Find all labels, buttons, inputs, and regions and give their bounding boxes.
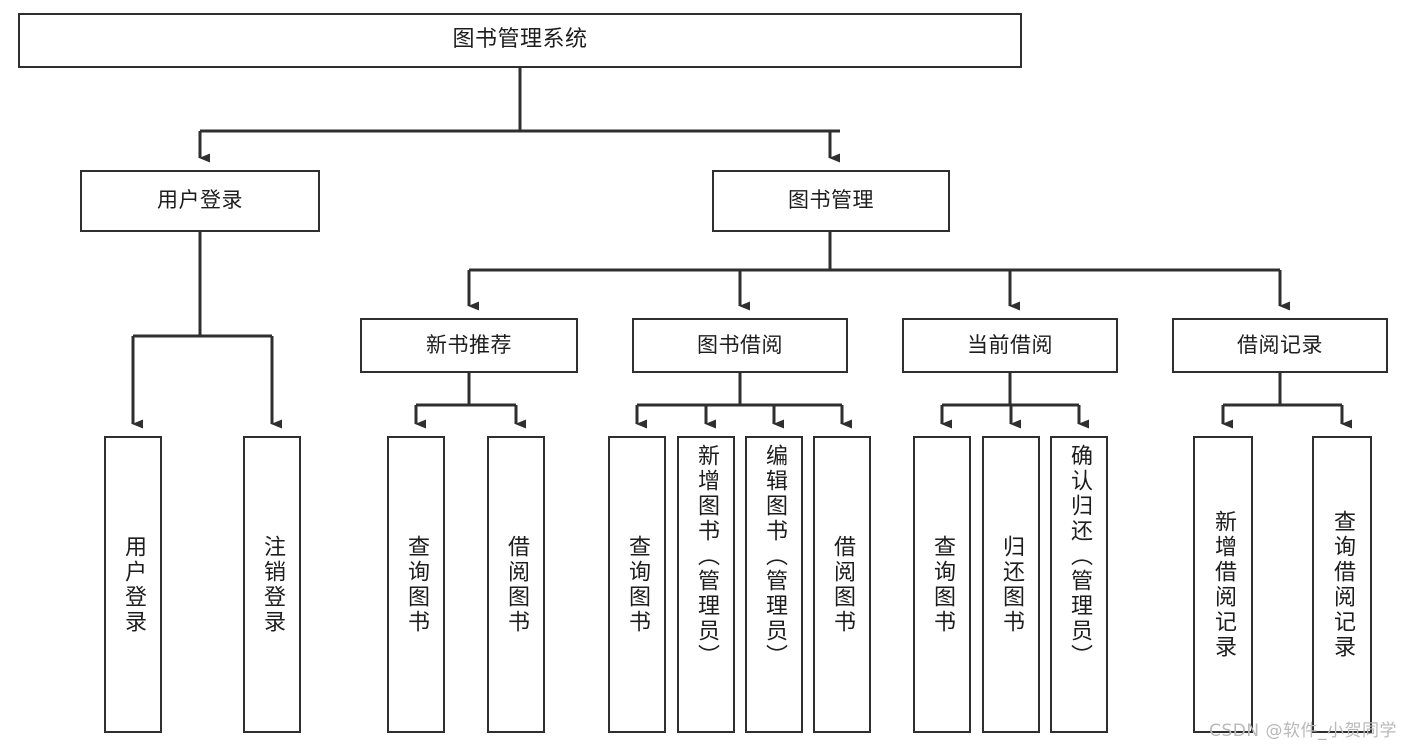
leaf-user-login-label: 用户登录 [120, 534, 146, 635]
leaf-query-borrow-record-label: 查询借阅记录 [1329, 509, 1355, 660]
node-borrow-record[interactable]: 借阅记录 [1172, 318, 1388, 373]
node-root-label: 图书管理系统 [452, 27, 588, 53]
leaf-borrow-book-recommend-label: 借阅图书 [503, 534, 529, 635]
node-book-management-label: 图书管理 [788, 188, 874, 213]
leaf-query-book-current[interactable]: 查询图书 [913, 436, 971, 733]
node-user-login-label: 用户登录 [157, 188, 243, 213]
node-current-borrow-label: 当前借阅 [967, 332, 1053, 357]
leaf-query-book-borrow-label: 查询图书 [624, 534, 650, 635]
leaf-query-book-borrow[interactable]: 查询图书 [608, 436, 666, 733]
leaf-confirm-return[interactable]: 确认归还（管理员） [1050, 436, 1108, 733]
node-book-management[interactable]: 图书管理 [712, 170, 950, 232]
leaf-borrow-book-recommend[interactable]: 借阅图书 [487, 436, 545, 733]
leaf-query-book-recommend[interactable]: 查询图书 [387, 436, 445, 733]
leaf-confirm-return-label: 确认归还（管理员） [1066, 444, 1092, 669]
node-new-book-recommend[interactable]: 新书推荐 [360, 318, 578, 373]
node-borrow-record-label: 借阅记录 [1237, 332, 1323, 357]
leaf-add-book[interactable]: 新增图书（管理员） [677, 436, 735, 733]
node-root-system[interactable]: 图书管理系统 [18, 13, 1022, 68]
leaf-return-book[interactable]: 归还图书 [982, 436, 1040, 733]
node-book-borrow[interactable]: 图书借阅 [632, 318, 848, 373]
leaf-query-book-current-label: 查询图书 [929, 534, 955, 635]
node-user-login[interactable]: 用户登录 [80, 170, 320, 232]
leaf-edit-book-label: 编辑图书（管理员） [761, 444, 787, 669]
leaf-query-borrow-record[interactable]: 查询借阅记录 [1312, 436, 1372, 733]
leaf-borrow-book-label: 借阅图书 [829, 534, 855, 635]
leaf-logout[interactable]: 注销登录 [243, 436, 301, 733]
leaf-logout-label: 注销登录 [259, 534, 285, 635]
node-current-borrow[interactable]: 当前借阅 [902, 318, 1118, 373]
leaf-return-book-label: 归还图书 [998, 534, 1024, 635]
leaf-borrow-book[interactable]: 借阅图书 [813, 436, 871, 733]
leaf-edit-book[interactable]: 编辑图书（管理员） [745, 436, 803, 733]
node-new-book-recommend-label: 新书推荐 [426, 332, 512, 357]
node-book-borrow-label: 图书借阅 [697, 332, 783, 357]
leaf-add-book-label: 新增图书（管理员） [693, 444, 719, 669]
leaf-add-borrow-record-label: 新增借阅记录 [1210, 509, 1236, 660]
leaf-user-login[interactable]: 用户登录 [104, 436, 162, 733]
leaf-add-borrow-record[interactable]: 新增借阅记录 [1193, 436, 1253, 733]
leaf-query-book-recommend-label: 查询图书 [403, 534, 429, 635]
